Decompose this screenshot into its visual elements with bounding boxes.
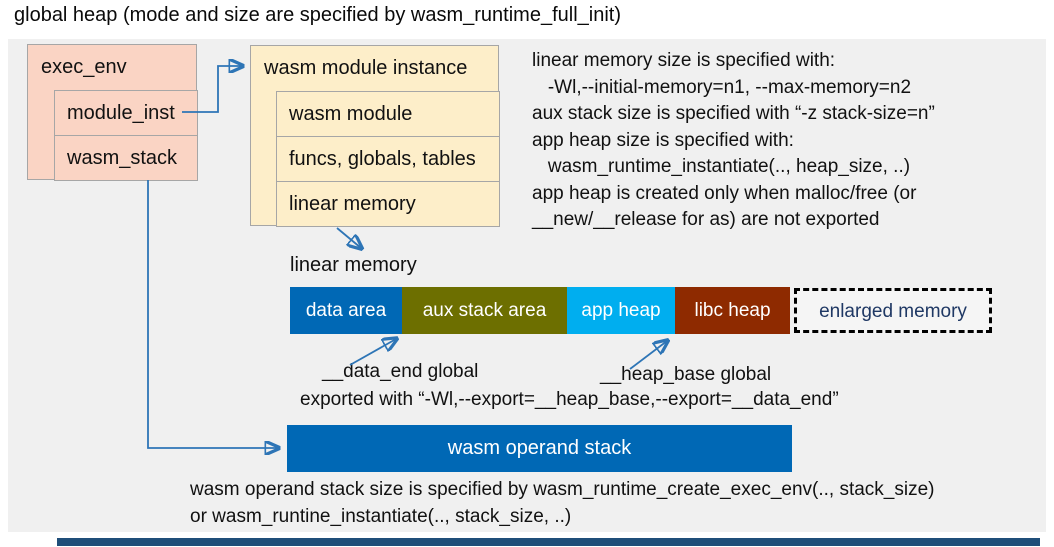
segment-libc-heap: libc heap	[675, 287, 790, 334]
note-line: linear memory size is specified with:	[532, 50, 836, 71]
segment-aux-stack-area: aux stack area	[402, 287, 567, 334]
note-line: wasm_runtime_instantiate(.., heap_size, …	[532, 156, 911, 177]
data-end-global-label: __data_end global	[322, 361, 479, 382]
heap-base-global-label: __heap_base global	[600, 364, 772, 385]
exported-with-label: exported with “-Wl,--export=__heap_base,…	[300, 389, 839, 410]
linear-memory-label: linear memory	[290, 254, 417, 276]
bottom-notes-block: wasm operand stack size is specified by …	[190, 477, 935, 530]
note-line: -Wl,--initial-memory=n1, --max-memory=n2	[532, 76, 912, 98]
module-instance-header: wasm module instance	[264, 57, 468, 79]
module-instance-box: wasm module instance wasm module funcs, …	[250, 45, 500, 227]
segment-app-heap: app heap	[567, 287, 675, 334]
note-line: wasm operand stack size is specified by …	[190, 479, 935, 500]
exec-env-row-wasm-stack: wasm_stack	[54, 135, 198, 181]
segment-enlarged-memory: enlarged memory	[794, 288, 992, 333]
note-line: app heap is created only when malloc/fre…	[532, 182, 917, 204]
module-instance-row-wasm-module: wasm module	[276, 91, 500, 137]
note-line: __new/__release for as) are not exported	[532, 209, 880, 230]
right-notes-block: linear memory size is specified with: -W…	[532, 48, 935, 234]
wasm-operand-stack-box: wasm operand stack	[287, 425, 792, 472]
module-instance-row-linear-memory: linear memory	[276, 181, 500, 227]
segment-data-area: data area	[290, 287, 402, 334]
exec-env-header: exec_env	[41, 56, 127, 78]
exec-env-box: exec_env module_inst wasm_stack	[27, 44, 198, 181]
exec-env-row-module-inst: module_inst	[54, 90, 198, 136]
note-line: app heap size is specified with:	[532, 129, 794, 151]
module-instance-row-funcs-globals-tables: funcs, globals, tables	[276, 136, 500, 182]
note-line: aux stack size is specified with “-z sta…	[532, 103, 935, 124]
footer-accent-strip	[57, 538, 1040, 546]
note-line: or wasm_runtine_instantiate(.., stack_si…	[190, 505, 572, 527]
diagram-title: global heap (mode and size are specified…	[14, 4, 621, 26]
